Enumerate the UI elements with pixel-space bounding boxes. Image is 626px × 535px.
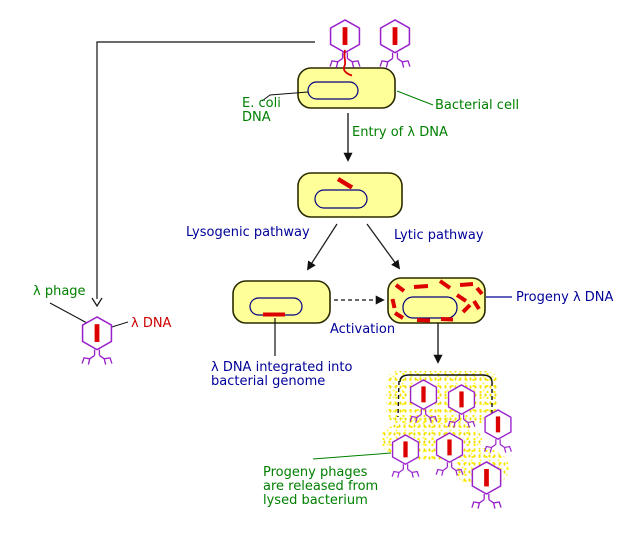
progeny-phages-released-label: Progeny phages are released from lysed b… xyxy=(263,465,379,509)
lysogenic-pathway-label: Lysogenic pathway xyxy=(186,225,310,240)
e-coli-genome-1 xyxy=(307,81,359,100)
progeny-phage-icon xyxy=(472,462,501,509)
lambda-phage-icon xyxy=(82,317,112,365)
lysed-cytoplasm-speckles xyxy=(386,371,498,423)
bacterial-cell-label: Bacterial cell xyxy=(435,98,520,113)
progeny-phages-pointer-line xyxy=(312,452,392,460)
progeny-phage-icon xyxy=(448,385,475,428)
lambda-dna-fragment xyxy=(336,177,354,190)
entry-of-lambda-dna-label: Entry of λ DNA xyxy=(352,125,448,140)
e-coli-dna-pointer-line xyxy=(261,91,309,102)
phage-icon xyxy=(380,20,410,68)
lambda-phage-pointer-line xyxy=(49,302,88,324)
bacterial-cell-pointer-line xyxy=(396,90,434,106)
bacterial-cell-1 xyxy=(297,67,396,109)
e-coli-genome-2 xyxy=(314,189,368,209)
recycle-arrowhead xyxy=(91,297,103,308)
lambda-dna-integrated-label: λ DNA integrated into bacterial genome xyxy=(211,360,353,390)
lysed-cell-outline-left xyxy=(397,380,400,418)
lambda-dna-label: λ DNA xyxy=(131,316,172,331)
lytic-arrow xyxy=(366,223,401,270)
e-coli-genome-lytic xyxy=(402,296,458,319)
progeny-phage-icon xyxy=(436,433,463,476)
progeny-phage-icon xyxy=(410,380,437,423)
dna-injection-strand xyxy=(342,49,353,77)
lytic-cell xyxy=(387,277,486,324)
lysed-cell-outline-top xyxy=(399,374,493,383)
lysogenic-cell xyxy=(232,280,331,324)
recycle-arrow-line xyxy=(96,41,315,299)
progeny-lambda-dna-fragments xyxy=(390,279,484,323)
lambda-phage-label: λ phage xyxy=(33,284,86,299)
progeny-phage-icon xyxy=(485,410,512,453)
lysogenic-arrow xyxy=(307,223,338,271)
e-coli-dna-label: E. coli DNA xyxy=(242,96,281,126)
lytic-pathway-label: Lytic pathway xyxy=(394,228,484,243)
progeny-lambda-dna-label: Progeny λ DNA xyxy=(516,290,614,305)
activation-label: Activation xyxy=(330,322,396,337)
bacterial-cell-2 xyxy=(297,172,403,218)
progeny-phage-icon xyxy=(392,435,419,478)
